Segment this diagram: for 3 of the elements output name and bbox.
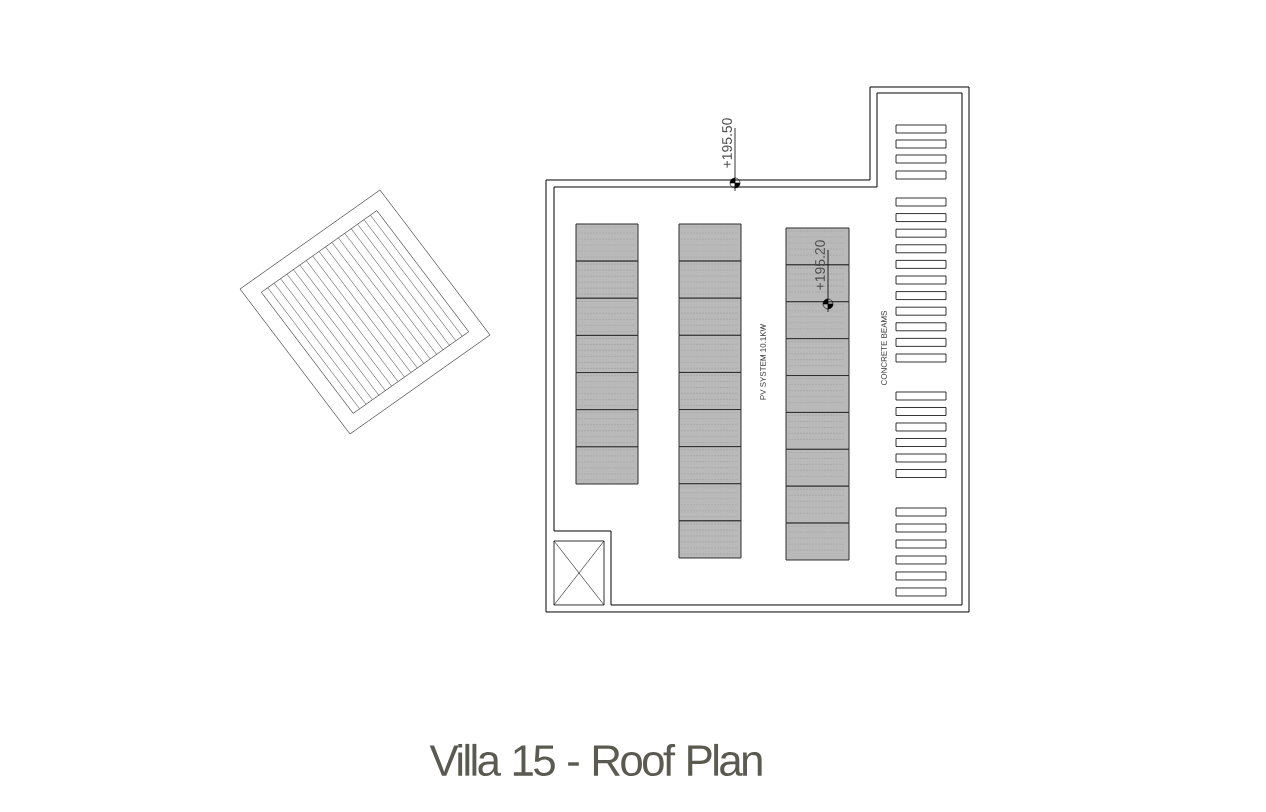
- elevation-label: +195.50: [722, 118, 732, 168]
- elevation-label: +195.20: [815, 240, 825, 290]
- title: Villa 15 - Roof Plan: [429, 743, 762, 777]
